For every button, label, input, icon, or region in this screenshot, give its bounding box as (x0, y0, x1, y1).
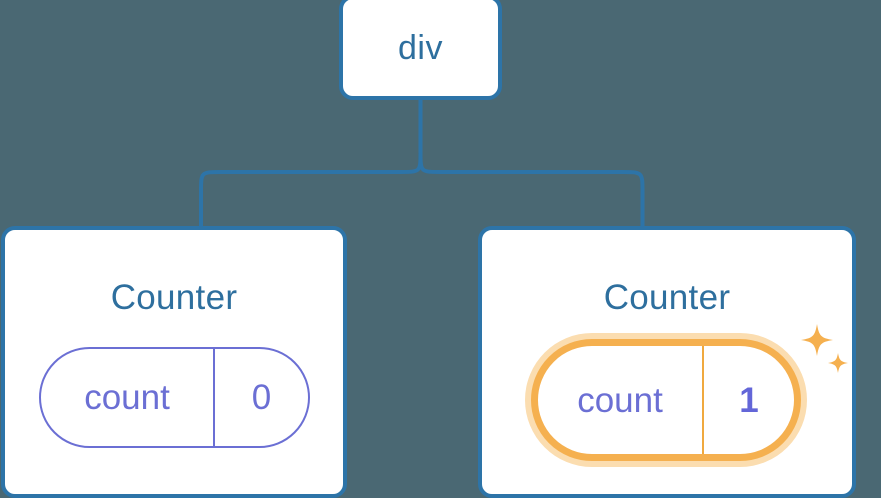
state-pill-body-highlighted: count 1 (531, 339, 801, 461)
state-key: count (538, 346, 704, 454)
component-title: Counter (603, 278, 731, 317)
state-value: 0 (251, 378, 272, 417)
state-pill-right[interactable]: count 1 (519, 328, 813, 472)
state-key: count (41, 349, 215, 446)
component-title: Counter (110, 278, 238, 317)
connector-branch-left (199, 151, 423, 227)
state-pill-left[interactable]: count 0 (39, 347, 310, 448)
node-root-div[interactable]: div (339, 0, 502, 100)
connector-branch-right (418, 151, 645, 227)
root-node-label: div (398, 28, 443, 67)
state-value: 1 (739, 380, 759, 420)
state-pill-body: count 0 (39, 347, 310, 448)
